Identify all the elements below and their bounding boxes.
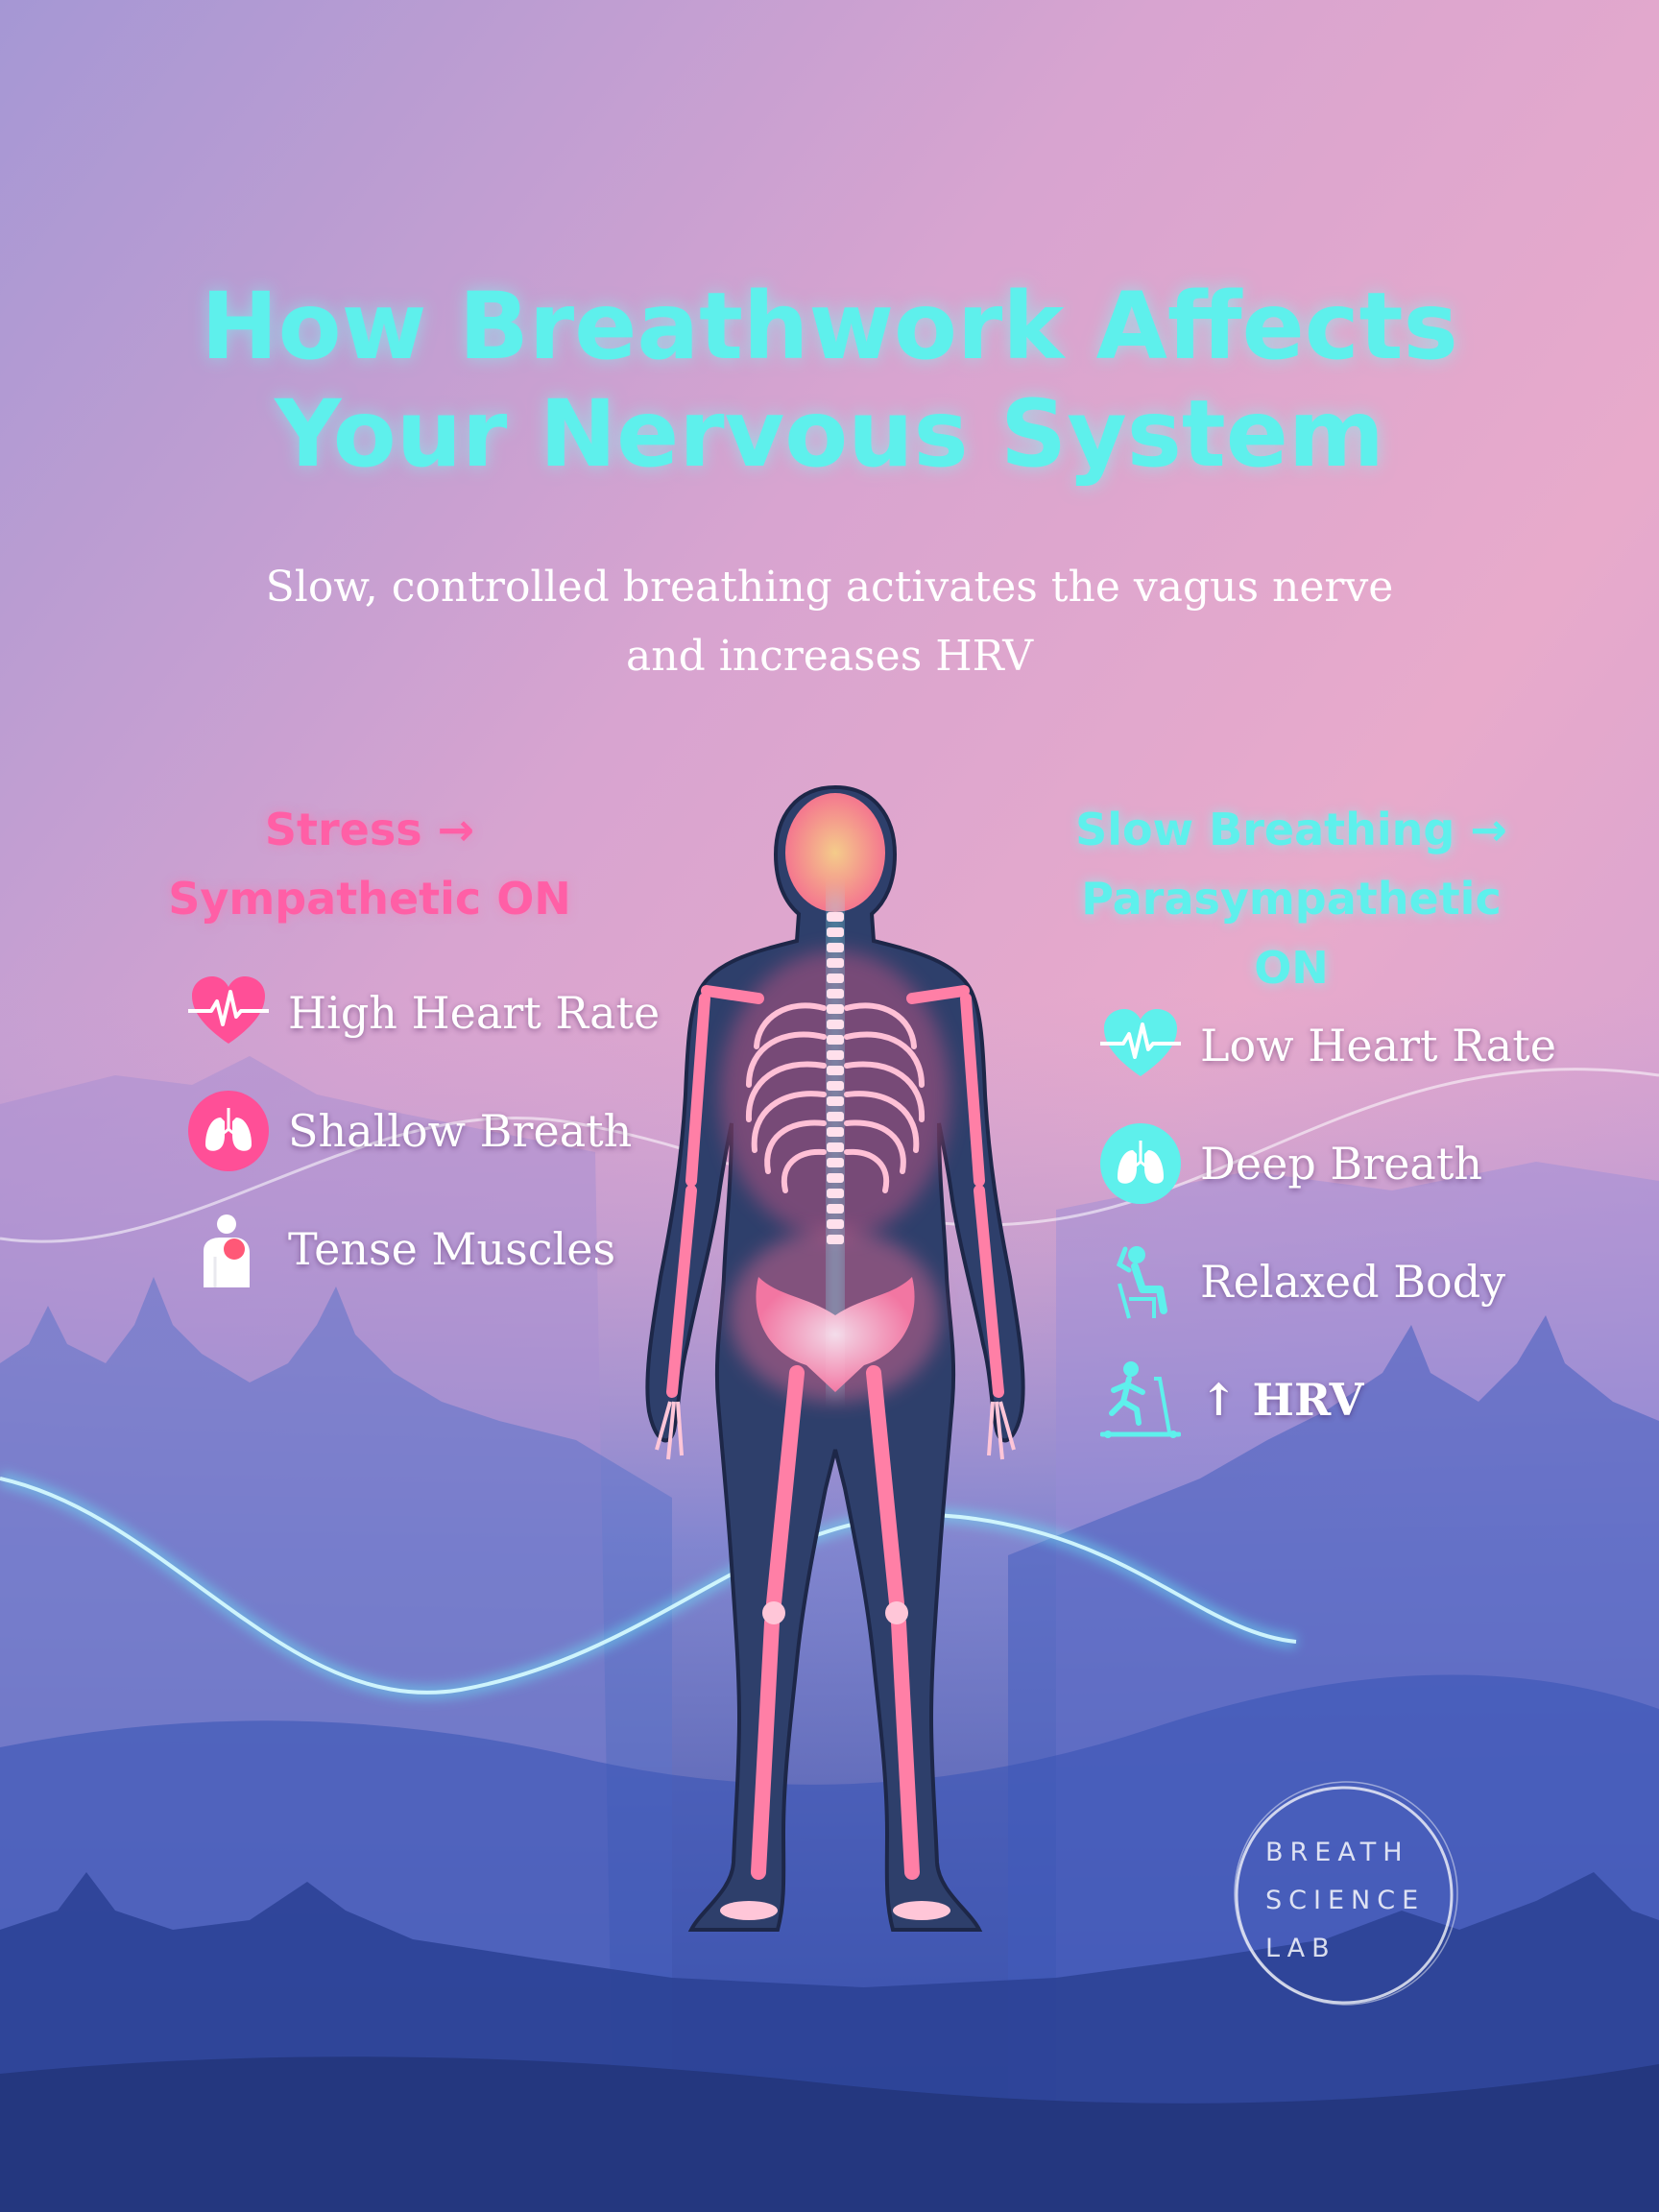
stress-item-label: High Heart Rate: [288, 987, 661, 1039]
logo: BREATH SCIENCE LAB: [1265, 1829, 1457, 1973]
calm-item-hrv: ↑ HRV: [1100, 1357, 1363, 1443]
logo-line-3: LAB: [1265, 1934, 1336, 1963]
calm-item-relaxed-body: Relaxed Body: [1100, 1238, 1505, 1325]
stress-heading-line-2: Sympathetic ON: [168, 873, 571, 925]
calm-item-label: Low Heart Rate: [1200, 1020, 1556, 1071]
tense-shoulder-icon: [188, 1209, 269, 1289]
stress-item-label: Tense Muscles: [288, 1223, 616, 1275]
calm-heading-line-3: ON: [1254, 942, 1329, 994]
calm-item-label: ↑ HRV: [1200, 1374, 1364, 1426]
calm-item-deep-breath: Deep Breath: [1100, 1120, 1482, 1207]
calm-item-label: Deep Breath: [1200, 1138, 1482, 1190]
logo-line-1: BREATH: [1265, 1838, 1409, 1867]
subtitle: Slow, controlled breathing activates the…: [192, 553, 1467, 691]
skeleton-body-figure: [645, 784, 1025, 1932]
subtitle-line-1: Slow, controlled breathing activates the…: [265, 563, 1394, 612]
subtitle-line-2: and increases HRV: [626, 632, 1033, 681]
treadmill-runner-icon: [1100, 1359, 1181, 1440]
logo-line-2: SCIENCE: [1265, 1886, 1426, 1915]
stress-item-tense-muscles: Tense Muscles: [188, 1206, 615, 1292]
calm-heading-line-2: Parasympathetic: [1081, 873, 1502, 925]
calm-item-low-heart-rate: Low Heart Rate: [1100, 1002, 1556, 1089]
title-line-2: Your Nervous System: [275, 380, 1384, 489]
calm-heading-line-1: Slow Breathing →: [1075, 804, 1507, 855]
title-line-1: How Breathwork Affects: [201, 273, 1458, 381]
stress-item-high-heart-rate: High Heart Rate: [188, 970, 660, 1056]
heart-rate-icon: [1100, 1005, 1181, 1086]
stress-heading: Stress → Sympathetic ON: [154, 795, 586, 933]
lungs-icon: [1100, 1123, 1181, 1204]
stress-item-label: Shallow Breath: [288, 1105, 633, 1157]
logo-ring: [1234, 1781, 1458, 2006]
calm-item-label: Relaxed Body: [1200, 1256, 1506, 1308]
stress-heading-line-1: Stress →: [264, 804, 475, 855]
heart-rate-icon: [188, 973, 269, 1053]
relaxed-person-icon: [1100, 1241, 1181, 1322]
lungs-icon: [188, 1091, 269, 1171]
page-title: How Breathwork Affects Your Nervous Syst…: [0, 273, 1659, 488]
calm-heading: Slow Breathing → Parasympathetic ON: [1056, 795, 1527, 1002]
stress-item-shallow-breath: Shallow Breath: [188, 1088, 632, 1174]
